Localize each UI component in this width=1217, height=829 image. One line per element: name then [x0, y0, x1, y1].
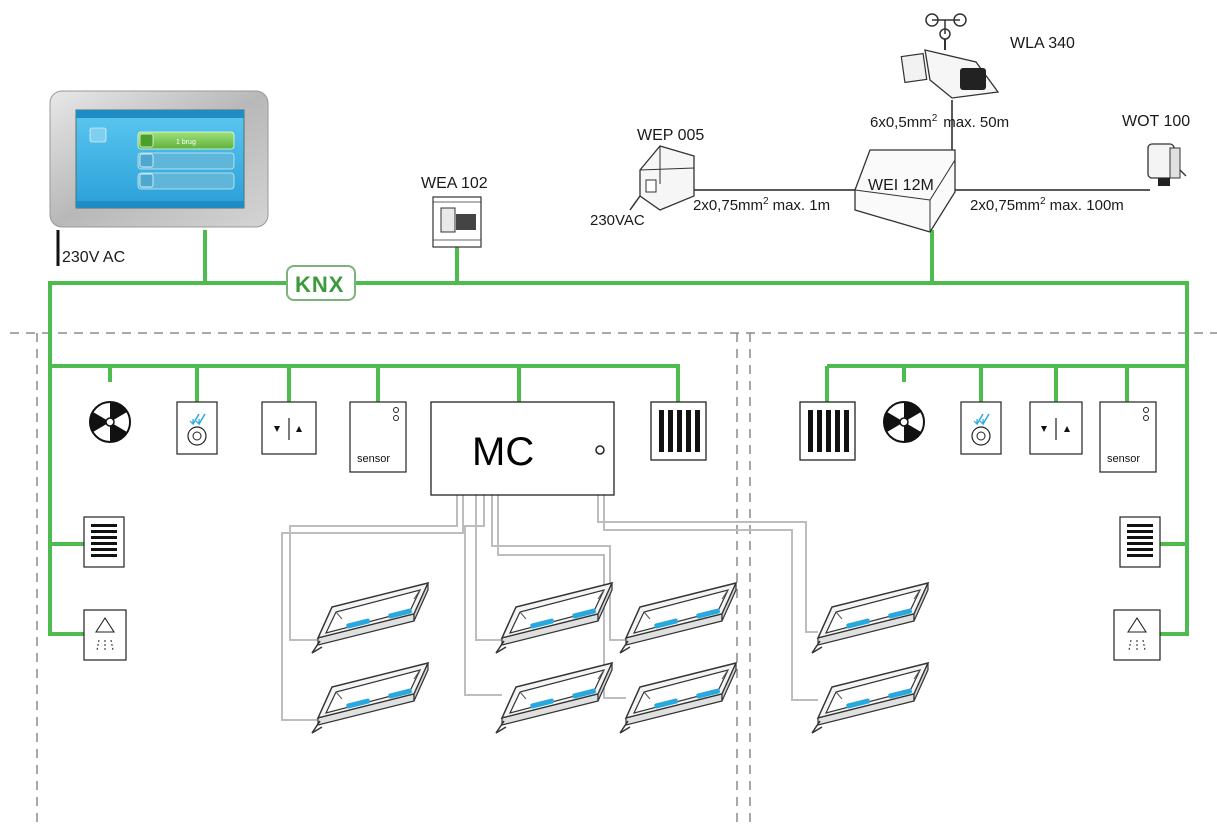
knx-logo: KNX [286, 265, 356, 301]
svg-text:sensor: sensor [1107, 453, 1140, 465]
wep-005-device [629, 145, 695, 211]
window-5 [619, 582, 737, 654]
panel-button-2[interactable] [137, 152, 235, 170]
vent-grille-icon-right [1119, 516, 1161, 568]
panel-button-1[interactable]: 1 brug [137, 131, 235, 150]
ir-receiver-icon [176, 401, 218, 455]
wei-label: WEI 12M [868, 177, 934, 194]
vent-grille-icon-left [83, 516, 125, 568]
smoke-detector-icon-right [1113, 609, 1161, 661]
sensor-box-right: sensor [1099, 401, 1157, 473]
radiator-icon-left [650, 401, 707, 461]
wea-102-device [432, 196, 482, 248]
wep-power-label: 230VAC [590, 212, 645, 229]
svg-text:MC: MC [472, 430, 534, 474]
wot-100-device [1147, 143, 1187, 186]
window-7 [811, 582, 929, 654]
knx-bus [48, 230, 1189, 636]
window-4 [495, 662, 613, 734]
blind-switch-icon-right [1029, 401, 1083, 455]
sensor-box-left: sensor [349, 401, 407, 473]
svg-text:1 brug: 1 brug [176, 139, 196, 146]
radiator-icon-right [799, 401, 856, 461]
mc-control-wires [281, 495, 818, 721]
wea-label: WEA 102 [421, 175, 488, 192]
panel-power-label: 230V AC [62, 249, 125, 266]
smoke-detector-icon-left [83, 609, 127, 661]
ir-receiver-icon-right [960, 401, 1002, 455]
window-3 [495, 582, 613, 654]
svg-text:sensor: sensor [357, 453, 390, 465]
panel-button-3[interactable] [137, 172, 235, 190]
weather-wiring [56, 100, 1150, 266]
room-separators [10, 332, 1217, 829]
wep-label: WEP 005 [637, 127, 704, 144]
blind-switch-icon [261, 401, 317, 455]
window-2 [311, 662, 429, 734]
fan-icon [89, 401, 131, 443]
window-1 [311, 582, 429, 654]
wei-12m-device [854, 149, 956, 233]
wla-340-device [900, 13, 1000, 99]
touch-panel[interactable]: 1 brug [49, 90, 269, 228]
fan-icon-right [883, 401, 925, 443]
wla-label: WLA 340 [1010, 35, 1075, 52]
window-8 [811, 662, 929, 734]
window-6 [619, 662, 737, 734]
mc-controller: MC [430, 401, 615, 496]
wot-label: WOT 100 [1122, 113, 1190, 130]
svg-text:KNX: KNX [295, 272, 344, 297]
